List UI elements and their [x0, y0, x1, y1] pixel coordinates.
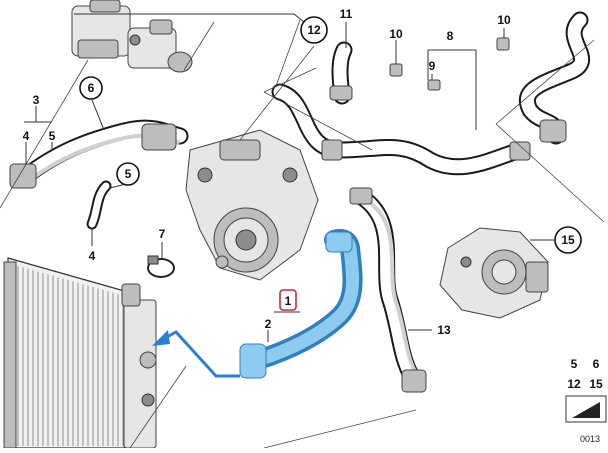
hose-4-5 — [9, 119, 189, 189]
callout-13: 13 — [437, 323, 451, 337]
hose-12 — [329, 41, 353, 105]
callout-7: 7 — [159, 227, 166, 241]
callout-5b-label: 5 — [125, 167, 132, 181]
callout-4-left: 4 — [23, 129, 30, 143]
callout-10a-label: 10 — [389, 27, 403, 41]
callout-9-label: 9 — [429, 59, 436, 73]
bolt-part-10-left — [389, 63, 403, 77]
radiator — [3, 257, 157, 449]
callout-4-label: 4 — [23, 129, 30, 143]
legend-r1-b: 6 — [593, 357, 600, 371]
legend-box: 5 6 12 15 0013 — [565, 357, 607, 444]
callout-12-label: 12 — [307, 23, 321, 37]
highlighted-hose-part-1[interactable] — [239, 229, 363, 379]
clamp-part-7 — [147, 255, 175, 278]
callout-3: 3 — [33, 93, 40, 107]
thermostat-housing — [71, 0, 193, 73]
hose-8 — [271, 83, 531, 176]
hose-5-small — [86, 180, 112, 230]
callout-2-label: 2 — [265, 317, 272, 331]
callout-8: 8 — [447, 29, 454, 43]
bolt-part-9 — [427, 79, 441, 91]
callout-2: 2 — [265, 317, 272, 331]
callout-11-label: 11 — [340, 7, 353, 21]
callout-1-highlighted[interactable]: 1 — [279, 289, 297, 311]
callout-6-label: 6 — [88, 81, 95, 95]
callout-10-right: 10 — [497, 13, 511, 27]
expansion-tank — [439, 227, 549, 319]
callout-11: 11 — [340, 7, 353, 21]
callout-6: 6 — [79, 76, 103, 100]
callout-5-left: 5 — [49, 129, 56, 143]
callout-15-label: 15 — [561, 233, 575, 247]
hose-13 — [349, 187, 427, 393]
callout-5-label: 5 — [49, 129, 56, 143]
connection-arrow — [152, 330, 240, 378]
callout-4-bottom: 4 — [89, 249, 96, 263]
callout-8-label: 8 — [447, 29, 454, 43]
legend-r1-a: 5 — [571, 357, 578, 371]
callout-13-label: 13 — [437, 323, 451, 337]
callout-4b-label: 4 — [89, 249, 96, 263]
bolt-part-10-right — [496, 37, 510, 51]
legend-r2-b: 15 — [589, 377, 603, 391]
callout-10b-label: 10 — [497, 13, 511, 27]
callout-5-right: 5 — [116, 162, 140, 186]
callout-12: 12 — [300, 16, 328, 44]
callout-15: 15 — [554, 226, 582, 254]
guide-lines — [0, 19, 605, 449]
hose-top-right — [519, 11, 591, 145]
footer-code: 0013 — [580, 434, 600, 444]
callout-7-label: 7 — [159, 227, 166, 241]
callout-1-label: 1 — [285, 294, 292, 308]
water-pump — [185, 129, 319, 281]
callout-3-label: 3 — [33, 93, 40, 107]
callout-9: 9 — [429, 59, 436, 73]
callout-10-left: 10 — [389, 27, 403, 41]
legend-r2-a: 12 — [567, 377, 581, 391]
